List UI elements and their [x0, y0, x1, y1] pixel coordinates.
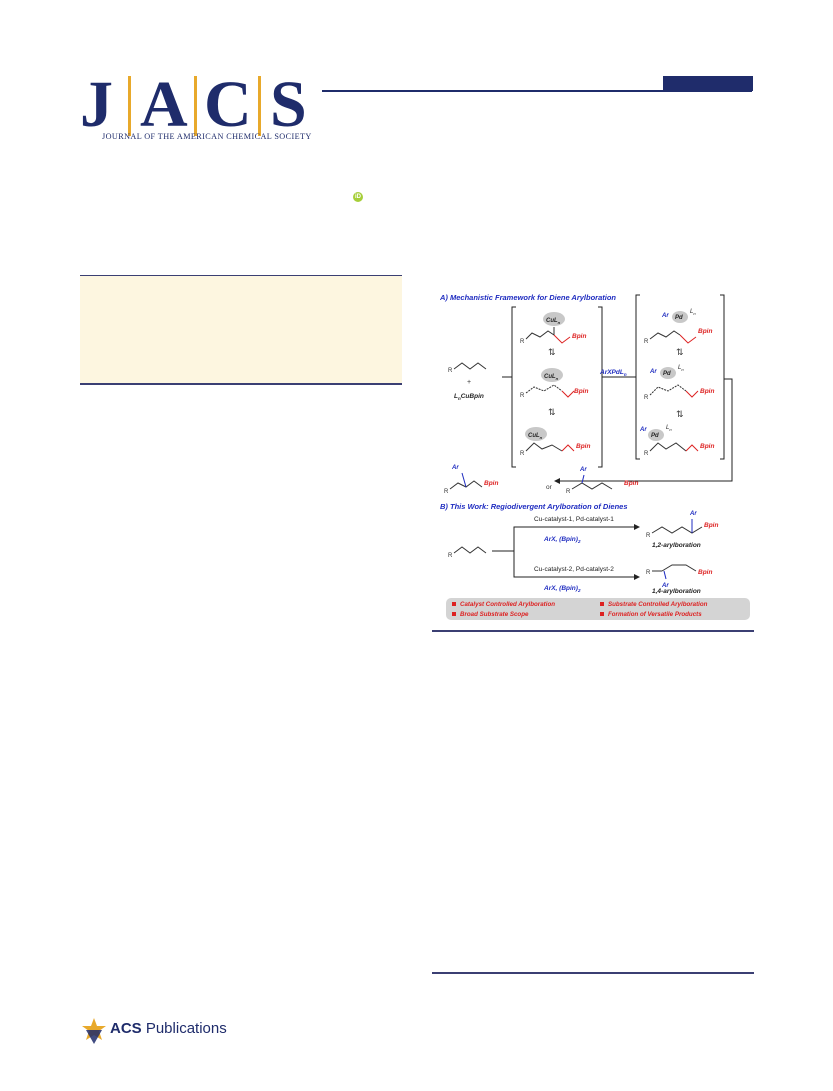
- svg-text:Ar: Ar: [649, 369, 657, 375]
- svg-text:Ar: Ar: [689, 511, 697, 517]
- svg-text:Bpin: Bpin: [700, 443, 714, 450]
- svg-text:Ar: Ar: [661, 313, 669, 319]
- svg-text:Ar: Ar: [639, 427, 647, 433]
- lncubpin-label: LnCuBpin: [454, 393, 484, 401]
- logo-divider: [258, 76, 261, 136]
- acs-publications-text: ACS Publications: [110, 1020, 227, 1037]
- cu-intermediate-1: CuLn R Bpin: [520, 312, 586, 345]
- svg-text:Bpin: Bpin: [698, 328, 712, 335]
- svg-text:Ar: Ar: [661, 583, 669, 589]
- orcid-icon[interactable]: iD: [353, 192, 363, 202]
- svg-text:R: R: [520, 393, 525, 399]
- catalyst-pair-2: Cu-catalyst-2, Pd-catalyst-2: [534, 566, 614, 573]
- svg-text:Bpin: Bpin: [698, 569, 712, 576]
- svg-text:R: R: [520, 339, 525, 345]
- panel-b-title: B) This Work: Regiodivergent Arylboratio…: [440, 502, 628, 511]
- svg-text:+: +: [467, 379, 471, 386]
- journal-subtitle: JOURNAL OF THE AMERICAN CHEMICAL SOCIETY: [102, 132, 312, 141]
- journal-logo: J A C S JOURNAL OF THE AMERICAN CHEMICAL…: [80, 70, 330, 150]
- abstract-box: [80, 276, 402, 384]
- product-12: Ar R Bpin: [646, 511, 718, 539]
- svg-text:R: R: [520, 451, 525, 457]
- cu-intermediate-2: CuLn R Bpin: [520, 368, 588, 399]
- header-block: [663, 76, 753, 91]
- svg-text:Ar: Ar: [451, 465, 459, 471]
- feature-1: Catalyst Controlled Arylboration: [460, 601, 555, 608]
- svg-text:Pd: Pd: [651, 433, 659, 439]
- svg-text:R: R: [566, 489, 571, 495]
- svg-text:CuLn: CuLn: [544, 374, 559, 381]
- svg-text:⇅: ⇅: [676, 347, 684, 357]
- pd-intermediate-3: Ar Pd Ln R Bpin: [639, 425, 714, 457]
- pd-intermediate-2: Ar Pd Ln R Bpin: [644, 365, 714, 401]
- svg-text:R: R: [448, 553, 453, 559]
- product-branched: Ar R Bpin: [444, 465, 498, 495]
- equilibrium-arrow: ⇅: [548, 347, 556, 357]
- svg-text:R: R: [646, 533, 651, 539]
- reagents-1: ArX, (Bpin)2: [543, 536, 581, 544]
- svg-text:Bpin: Bpin: [624, 480, 638, 487]
- svg-text:Pd: Pd: [663, 371, 671, 377]
- catalyst-pair-1: Cu-catalyst-1, Pd-catalyst-1: [534, 516, 614, 523]
- product-linear: Ar R Bpin: [566, 467, 638, 495]
- diene-structure: R +: [448, 362, 487, 386]
- svg-text:R: R: [644, 339, 649, 345]
- or-label: or: [546, 484, 553, 491]
- svg-text:Ln: Ln: [678, 365, 684, 372]
- pd-intermediate-1: Ar Pd Ln R Bpin: [644, 309, 712, 345]
- acs-publications-logo[interactable]: ACS Publications: [80, 1016, 227, 1046]
- svg-text:Pd: Pd: [675, 315, 683, 321]
- svg-text:Bpin: Bpin: [704, 522, 718, 529]
- svg-text:Bpin: Bpin: [700, 388, 714, 395]
- svg-text:⇅: ⇅: [676, 409, 684, 419]
- product-12-label: 1,2-arylboration: [652, 542, 701, 549]
- logo-letter-s: S: [270, 68, 307, 141]
- logo-letter-c: C: [204, 68, 252, 141]
- column-rule: [432, 630, 754, 632]
- svg-text:Bpin: Bpin: [576, 443, 590, 450]
- svg-text:Ln: Ln: [690, 309, 696, 316]
- panel-a-title: A) Mechanistic Framework for Diene Arylb…: [440, 293, 616, 302]
- svg-text:⇅: ⇅: [548, 407, 556, 417]
- diene-structure-b: R: [448, 546, 487, 559]
- svg-text:R: R: [646, 570, 651, 576]
- svg-text:Ar: Ar: [579, 467, 587, 473]
- svg-text:R: R: [644, 451, 649, 457]
- abstract-rule-bottom: [80, 383, 402, 385]
- svg-text:Bpin: Bpin: [574, 388, 588, 395]
- product-14: R Ar Bpin: [646, 564, 712, 589]
- arxpdl-label: ArXPdLn: [599, 369, 627, 377]
- feature-3: Broad Substrate Scope: [460, 611, 529, 618]
- scheme-figure: A) Mechanistic Framework for Diene Arylb…: [439, 287, 755, 624]
- svg-text:CuLn: CuLn: [528, 433, 543, 440]
- svg-text:Bpin: Bpin: [572, 333, 586, 340]
- logo-letter-a: A: [140, 68, 188, 141]
- svg-text:R: R: [444, 489, 449, 495]
- svg-text:CuLn: CuLn: [546, 318, 561, 325]
- feature-4: Formation of Versatile Products: [608, 611, 702, 618]
- acs-emblem-icon: [82, 1018, 106, 1044]
- svg-text:R: R: [644, 395, 649, 401]
- column-rule: [432, 972, 754, 974]
- feature-box: [446, 598, 750, 620]
- product-14-label: 1,4-arylboration: [652, 588, 701, 595]
- reagents-2: ArX, (Bpin)2: [543, 585, 581, 593]
- abstract-rule-top: [80, 275, 402, 277]
- feature-2: Substrate Controlled Arylboration: [608, 601, 708, 608]
- logo-letter-j: J: [80, 68, 113, 141]
- svg-text:R: R: [448, 368, 453, 374]
- logo-divider: [194, 76, 197, 136]
- logo-divider: [128, 76, 131, 136]
- svg-text:Bpin: Bpin: [484, 480, 498, 487]
- svg-text:Ln: Ln: [666, 425, 672, 432]
- header-rule: [322, 90, 752, 92]
- cu-intermediate-3: CuLn R Bpin: [520, 427, 590, 457]
